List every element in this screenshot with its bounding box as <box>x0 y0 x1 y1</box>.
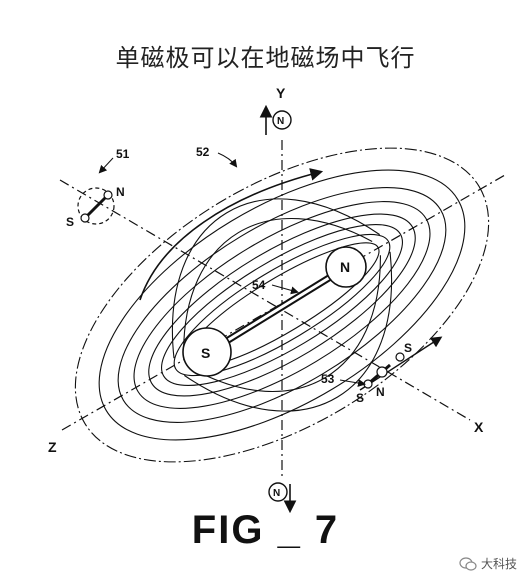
top-marker-label: N <box>277 116 284 127</box>
magnet-51-north: N <box>116 185 125 199</box>
watermark-text: 大科技 <box>480 557 517 571</box>
callout-53: 53 <box>321 372 335 386</box>
trajectory-52-arrow <box>139 168 324 301</box>
callout-54: 54 <box>252 278 266 292</box>
small-magnet-53: N S S <box>356 341 412 405</box>
field-line-outer-2 <box>98 169 466 441</box>
field-line-lower-lobe-2 <box>191 255 381 392</box>
magnet-53-north: N <box>376 385 385 399</box>
watermark: 大科技 <box>459 555 517 572</box>
field-lines <box>74 147 490 463</box>
bottom-marker-circle <box>268 482 288 502</box>
wechat-icon <box>459 556 477 571</box>
field-line-4 <box>133 201 431 409</box>
field-line-lower-lobe <box>183 251 392 412</box>
magnet-51-south: S <box>66 215 74 229</box>
south-pole-sphere <box>182 327 232 377</box>
field-line-outer-1 <box>74 147 490 463</box>
field-line-upper-lobe <box>172 198 381 359</box>
bottom-marker-label: N <box>273 488 280 499</box>
dipole: S N <box>182 246 367 377</box>
field-line-7 <box>173 233 391 377</box>
north-pole-sphere <box>325 246 367 288</box>
magnet-53-south-2: S <box>404 341 412 355</box>
field-line-upper-lobe-2 <box>183 218 373 355</box>
callout-52: 52 <box>196 145 210 159</box>
x-axis-label: X <box>474 419 484 435</box>
diagram-title: 单磁极可以在地磁场中飞行 <box>115 44 416 72</box>
top-marker-circle <box>272 110 292 130</box>
magnet-51-ring <box>77 187 115 225</box>
callout-51: 51 <box>116 147 130 161</box>
small-magnet-51: N S <box>66 185 125 229</box>
y-axis-label: Y <box>276 85 286 101</box>
field-line-5 <box>148 213 416 397</box>
field-line-6 <box>161 223 403 387</box>
magnet-53-south-1: S <box>356 391 364 405</box>
south-pole-label: S <box>201 345 210 361</box>
figure-caption: FIG _ 7 <box>191 508 340 552</box>
field-line-3 <box>117 187 447 423</box>
x-axis-line <box>59 179 471 421</box>
z-axis-label: Z <box>48 439 57 455</box>
north-pole-label: N <box>340 259 350 275</box>
